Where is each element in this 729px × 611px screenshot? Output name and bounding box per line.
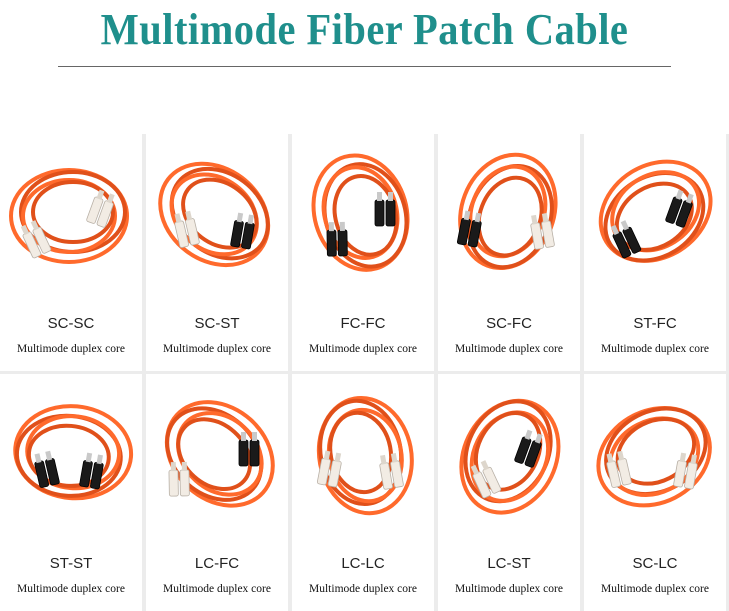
fiber-cable-image <box>459 398 561 515</box>
fiber-connector <box>374 192 396 227</box>
product-name: FC-FC <box>340 315 386 332</box>
product-name: LC-LC <box>341 555 385 572</box>
fiber-cable-image <box>596 405 712 508</box>
fiber-connector <box>673 452 698 490</box>
product-name: LC-ST <box>487 555 531 572</box>
product-description: Multimode duplex core <box>601 343 709 355</box>
fiber-cable-image <box>311 153 410 272</box>
cable-photo <box>146 374 288 540</box>
product-name: SC-SC <box>47 315 95 332</box>
cable-photo <box>438 374 580 540</box>
product-description: Multimode duplex core <box>455 343 563 355</box>
product-name: SC-LC <box>632 555 678 572</box>
cable-photo <box>292 134 434 300</box>
fiber-connector <box>316 450 342 488</box>
fiber-connector <box>530 212 555 250</box>
cable-photo <box>584 134 726 300</box>
fiber-connector <box>168 461 190 497</box>
cable-loop <box>176 417 253 491</box>
cable-photo <box>146 134 288 300</box>
product-card: SC-LC Multimode duplex core <box>584 374 726 611</box>
fiber-connector <box>379 452 404 490</box>
fiber-cable-image <box>456 152 558 271</box>
fiber-cable-image <box>598 159 713 263</box>
cable-loop <box>158 161 271 268</box>
product-card: SC-ST Multimode duplex core <box>146 134 288 371</box>
product-name: SC-ST <box>194 315 240 332</box>
fiber-cable-image <box>9 168 129 264</box>
product-name: SC-FC <box>486 315 532 332</box>
cable-loop <box>176 411 264 497</box>
product-card: SC-FC Multimode duplex core <box>438 134 580 371</box>
cable-loop <box>598 159 713 263</box>
cable-photo <box>584 374 726 540</box>
fiber-connector <box>79 452 104 490</box>
fiber-cable-image <box>164 400 275 508</box>
product-card: LC-FC Multimode duplex core <box>146 374 288 611</box>
product-card: ST-FC Multimode duplex core <box>584 134 726 371</box>
page-title: Multimode Fiber Patch Cable <box>100 5 629 54</box>
product-description: Multimode duplex core <box>163 583 271 595</box>
product-grid: SC-SC Multimode duplex core SC-ST Multimode… <box>0 134 729 611</box>
fiber-connector <box>86 189 115 228</box>
cable-loop <box>13 404 134 501</box>
product-name: ST-FC <box>633 315 677 332</box>
product-name: LC-FC <box>194 555 240 572</box>
product-description: Multimode duplex core <box>309 343 417 355</box>
product-card: FC-FC Multimode duplex core <box>292 134 434 371</box>
cable-loop <box>469 410 551 503</box>
cable-photo <box>0 374 142 540</box>
cable-loop <box>9 168 129 264</box>
product-card: ST-ST Multimode duplex core <box>0 374 142 611</box>
product-description: Multimode duplex core <box>163 343 271 355</box>
product-card: LC-LC Multimode duplex core <box>292 374 434 611</box>
fiber-connector <box>456 210 482 248</box>
fiber-connector <box>514 429 543 468</box>
fiber-connector <box>34 450 60 488</box>
fiber-connector <box>470 460 502 499</box>
cable-loop <box>459 398 561 515</box>
cable-photo <box>0 134 142 300</box>
product-description: Multimode duplex core <box>309 583 417 595</box>
fiber-cable-image <box>158 161 271 268</box>
cable-loop <box>596 405 712 508</box>
fiber-connector <box>174 210 200 248</box>
product-name: ST-ST <box>49 555 93 572</box>
fiber-connector <box>230 212 255 250</box>
product-description: Multimode duplex core <box>17 343 125 355</box>
fiber-cable-image <box>13 404 134 501</box>
fiber-connector <box>665 189 694 228</box>
cable-loop <box>25 414 122 491</box>
product-description: Multimode duplex core <box>17 583 125 595</box>
product-description: Multimode duplex core <box>455 583 563 595</box>
product-card: SC-SC Multimode duplex core <box>0 134 142 371</box>
cable-photo <box>438 134 580 300</box>
cable-loop <box>26 423 111 488</box>
fiber-connector <box>20 220 52 259</box>
fiber-connector <box>610 220 642 259</box>
cable-loop <box>21 178 117 254</box>
cable-loop <box>31 180 115 244</box>
fiber-cable-image <box>316 395 414 516</box>
title-divider <box>58 66 671 67</box>
fiber-connector <box>238 432 260 467</box>
cable-loop <box>328 410 394 495</box>
cable-loop <box>311 153 410 272</box>
cable-photo <box>292 374 434 540</box>
fiber-connector <box>326 221 348 257</box>
product-description: Multimode duplex core <box>601 583 709 595</box>
fiber-connector <box>606 450 632 488</box>
cable-loop <box>316 395 414 516</box>
product-card: LC-ST Multimode duplex core <box>438 374 580 611</box>
